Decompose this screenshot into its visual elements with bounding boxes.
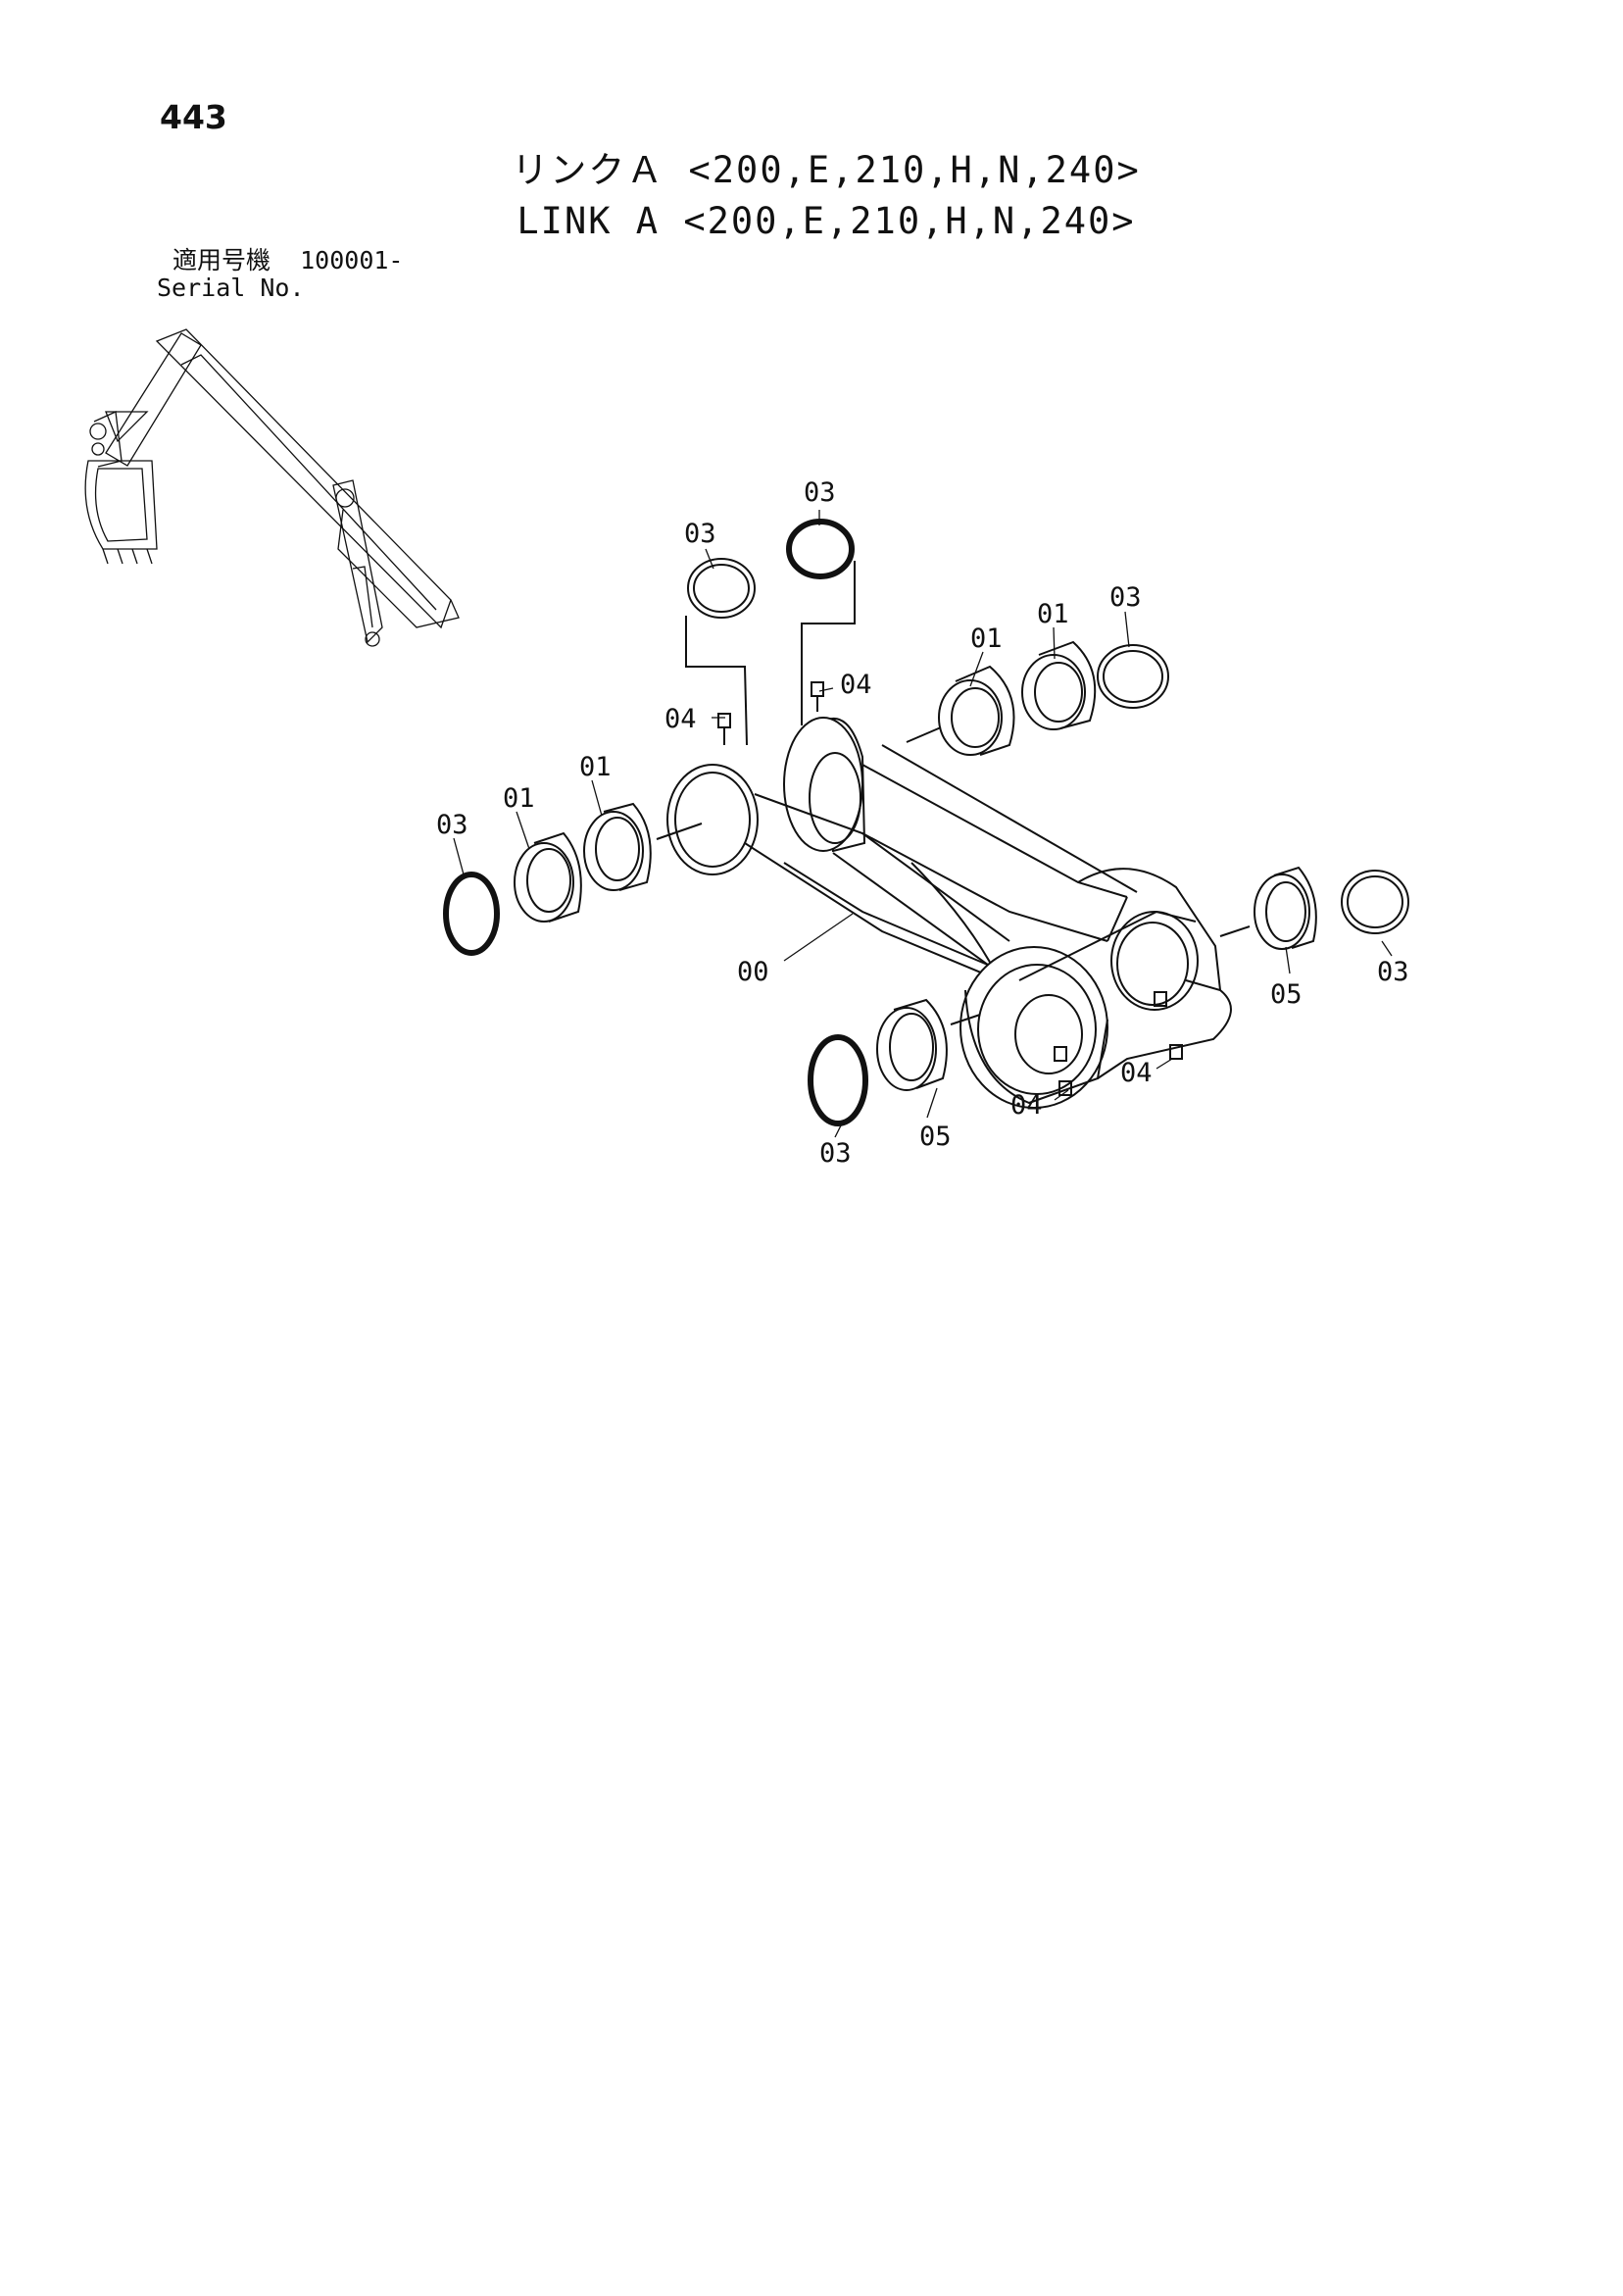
callout-01-left-a: 01 — [503, 783, 535, 814]
page-number: 443 — [160, 98, 227, 136]
serial-info: 適用号機 100001- Serial No. — [157, 247, 403, 302]
callout-01-top-a: 01 — [970, 624, 1003, 654]
callout-04-bottom-a: 04 — [1120, 1058, 1153, 1088]
serial-label-jp: 適用号機 — [172, 246, 271, 275]
leader-lines — [453, 510, 1393, 1138]
excavator-arm-icon — [84, 328, 460, 647]
callout-03-top-right: 03 — [1109, 582, 1142, 613]
right-bushings — [1219, 866, 1409, 950]
callout-05-right: 05 — [1270, 979, 1303, 1010]
callout-00: 00 — [737, 957, 769, 987]
callout-01-top-b: 01 — [1037, 599, 1069, 629]
link-a-part-icon — [666, 717, 1232, 1109]
callout-03-top-mid: 03 — [804, 477, 836, 508]
callout-01-left-b: 01 — [579, 752, 612, 782]
top-left-seals — [685, 519, 856, 746]
bottom-bushings — [808, 998, 981, 1126]
callout-03-right: 03 — [1377, 957, 1409, 987]
title-block: リンクＡ <200,E,210,H,N,240> LINK A <200,E,2… — [0, 145, 1623, 247]
title-english: LINK A <200,E,210,H,N,240> — [516, 200, 1136, 242]
callout-04-top-b: 04 — [840, 670, 872, 700]
callout-labels: 03 03 03 01 01 04 04 03 01 01 00 03 05 0… — [436, 477, 1409, 1169]
callout-04-bottom-b: 04 — [1010, 1090, 1043, 1121]
callout-04-top-a: 04 — [664, 704, 697, 734]
top-right-bushings — [906, 640, 1169, 756]
left-bushings — [443, 802, 703, 956]
callout-05-bottom: 05 — [919, 1122, 952, 1152]
callout-03-left: 03 — [436, 810, 468, 840]
callout-03-top-left: 03 — [684, 519, 716, 549]
title-japanese: リンクＡ <200,E,210,H,N,240> — [512, 149, 1141, 191]
serial-value: 100001- — [300, 246, 404, 275]
callout-03-bottom: 03 — [819, 1138, 852, 1169]
grease-fittings — [717, 681, 1183, 1096]
serial-label-en: Serial No. — [157, 274, 305, 302]
